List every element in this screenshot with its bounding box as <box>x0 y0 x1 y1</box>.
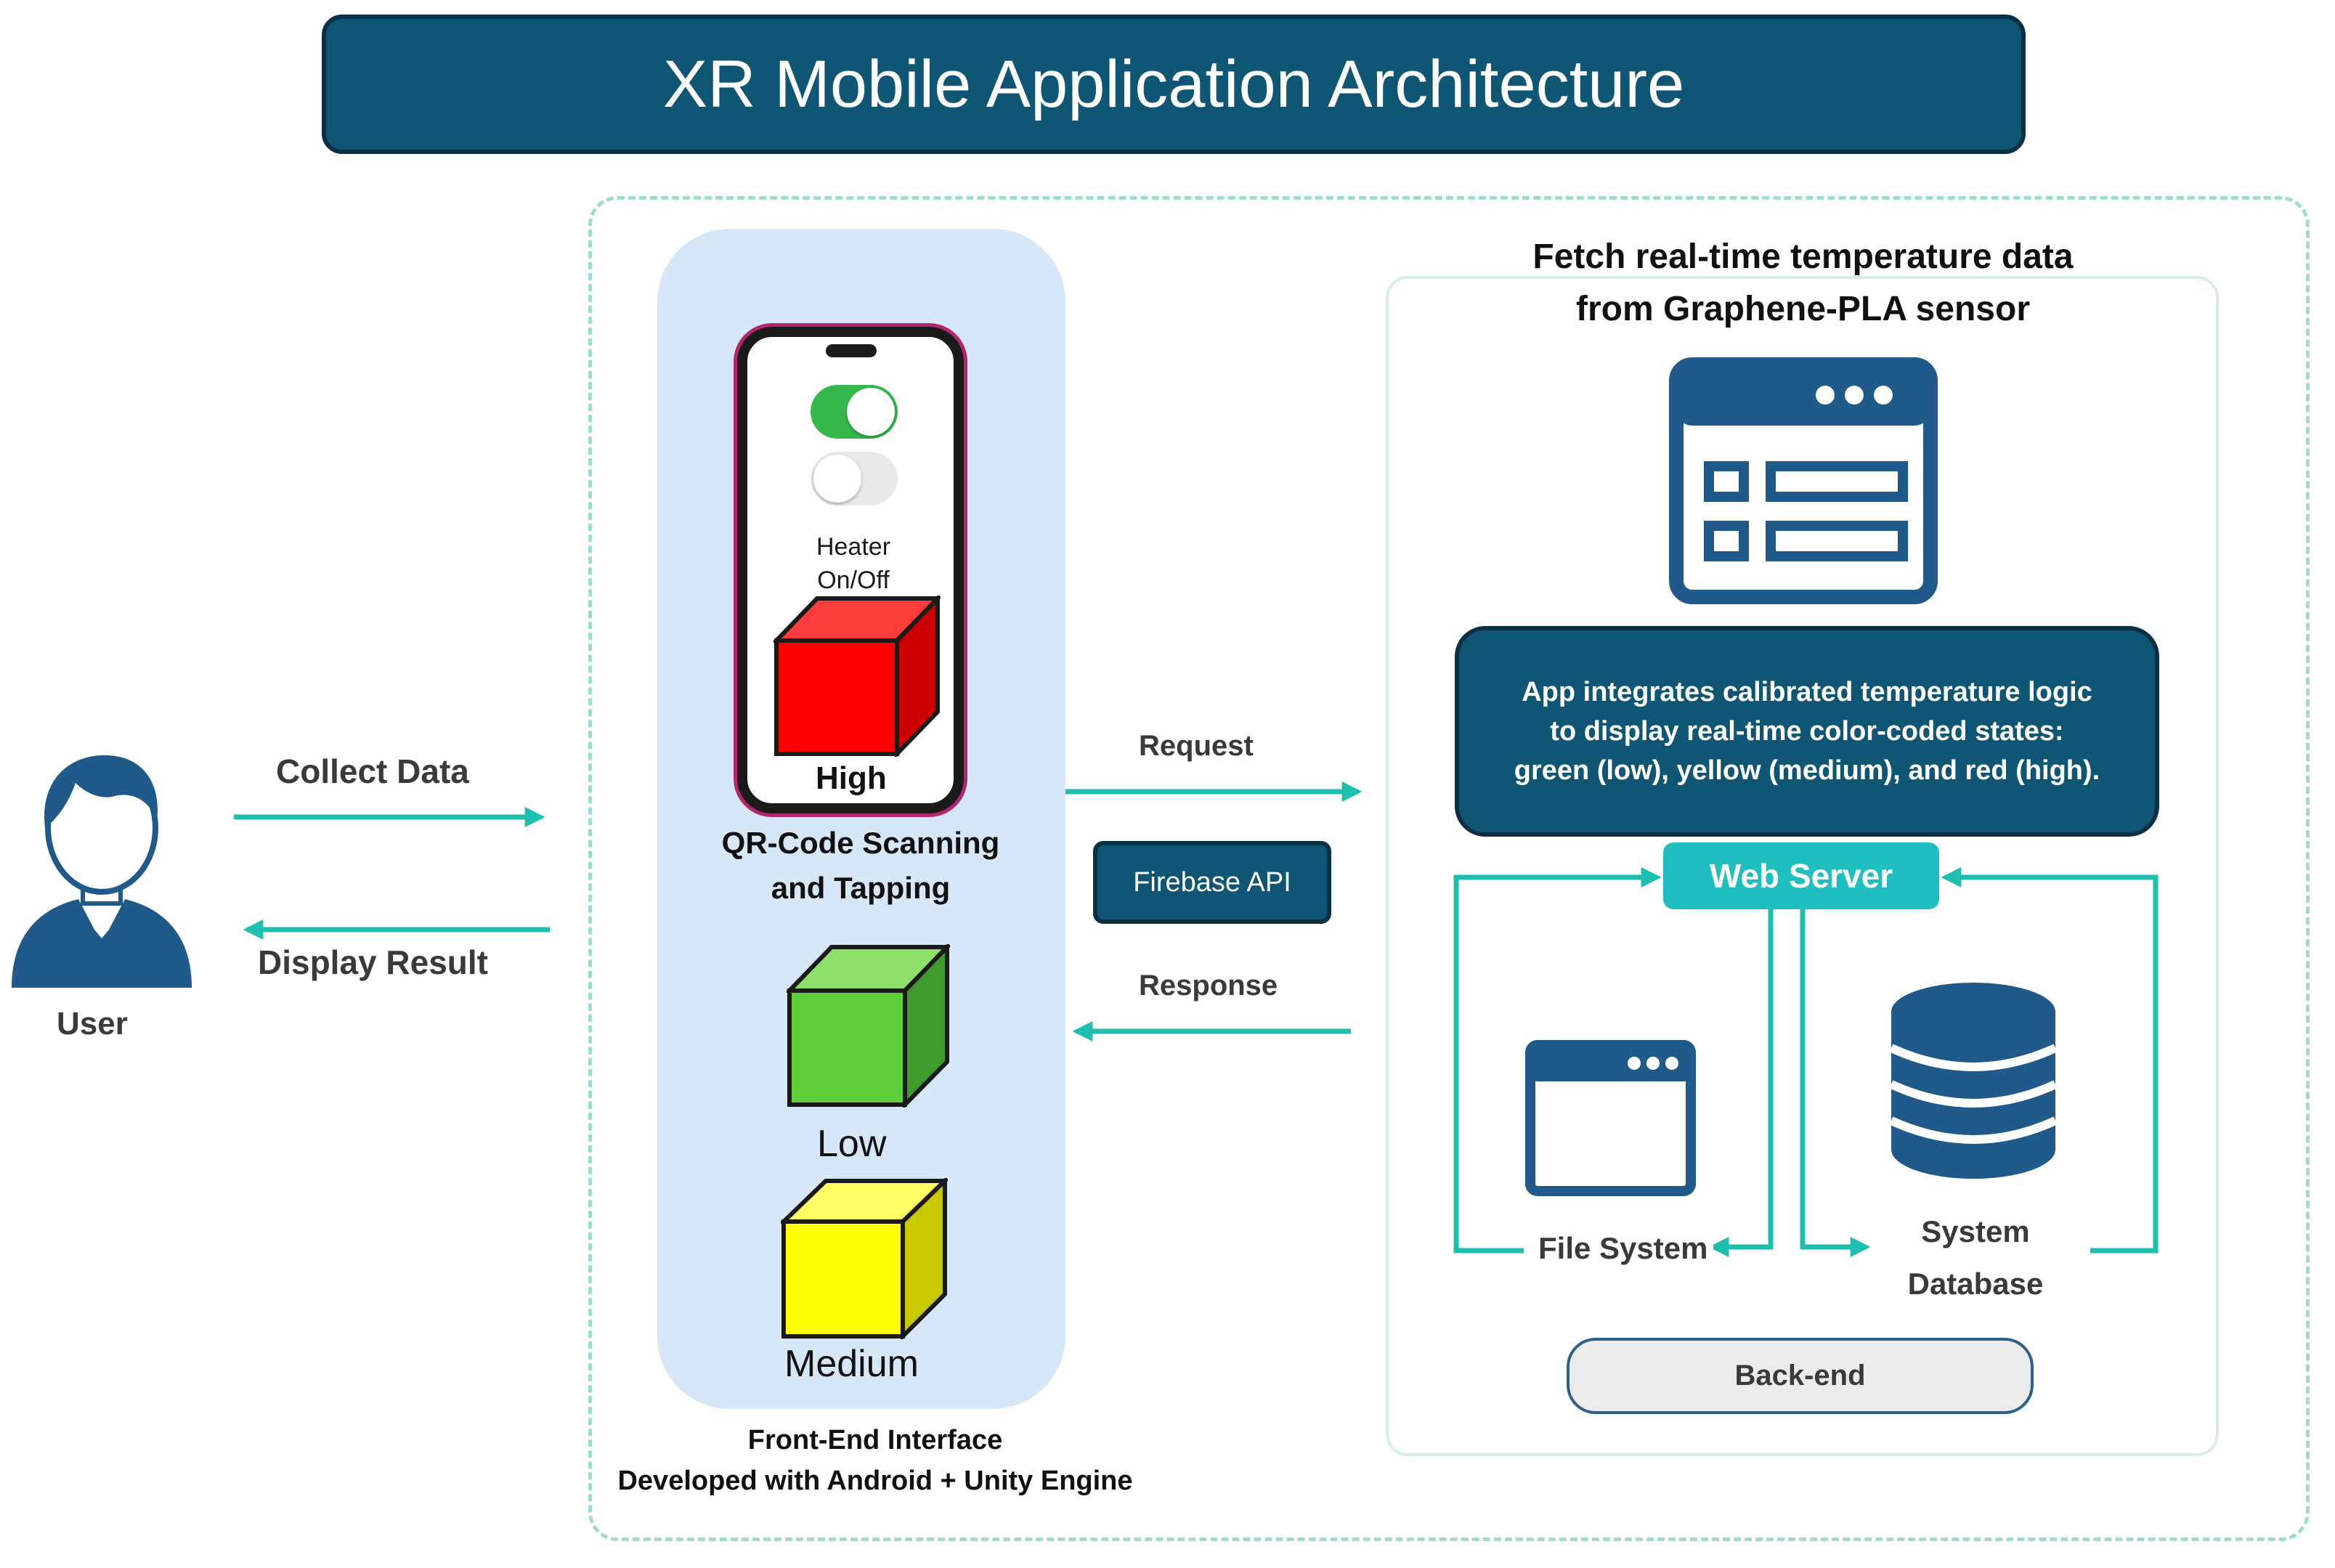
web-server-node: Web Server <box>1663 842 1939 909</box>
user-label: User <box>57 1006 128 1041</box>
back-end-label-pill: Back-end <box>1567 1338 2034 1414</box>
heater-toggle-on[interactable] <box>811 385 898 439</box>
high-cube-icon <box>773 596 941 757</box>
heater-toggle-label: Heater On/Off <box>816 533 891 594</box>
low-cube-icon <box>787 944 950 1108</box>
filesystem-to-webserver-connector <box>1453 867 1662 1254</box>
user-icon <box>12 755 192 988</box>
diagram-title: XR Mobile Application Architecture <box>662 46 1685 121</box>
temperature-logic-box: App integrates calibrated temperature lo… <box>1455 626 2159 837</box>
medium-cube-icon <box>781 1178 948 1339</box>
high-label: High <box>816 760 887 796</box>
firebase-api-box: Firebase API <box>1093 841 1331 924</box>
database-to-webserver-connector <box>1941 867 2159 1254</box>
backend-heading: Fetch real-time temperature data from Gr… <box>1532 237 2074 328</box>
title-bar: XR Mobile Application Architecture <box>322 15 2026 154</box>
backend-panel <box>1386 276 2219 1456</box>
medium-label: Medium <box>784 1343 919 1385</box>
heater-toggle-off[interactable] <box>811 452 898 505</box>
database-icon <box>1889 983 2058 1179</box>
response-label: Response <box>1139 970 1278 1002</box>
webserver-to-database-connector <box>1800 909 1871 1257</box>
qr-scanning-caption: QR-Code Scanning and Tapping <box>721 826 1000 905</box>
file-system-icon <box>1525 1040 1696 1196</box>
collect-data-label: Collect Data <box>276 752 469 790</box>
phone-speaker-notch <box>826 344 877 357</box>
system-database-label: System Database <box>1907 1214 2044 1301</box>
frontend-footer: Front-End Interface Developed with Andro… <box>617 1425 1133 1496</box>
system-boundary <box>588 196 2310 1541</box>
file-system-label: File System <box>1532 1231 1714 1266</box>
display-result-label: Display Result <box>258 943 488 981</box>
low-label: Low <box>817 1123 887 1165</box>
webserver-to-filesystem-connector <box>1708 909 1774 1257</box>
request-label: Request <box>1139 730 1254 762</box>
web-dashboard-icon <box>1669 357 1938 604</box>
